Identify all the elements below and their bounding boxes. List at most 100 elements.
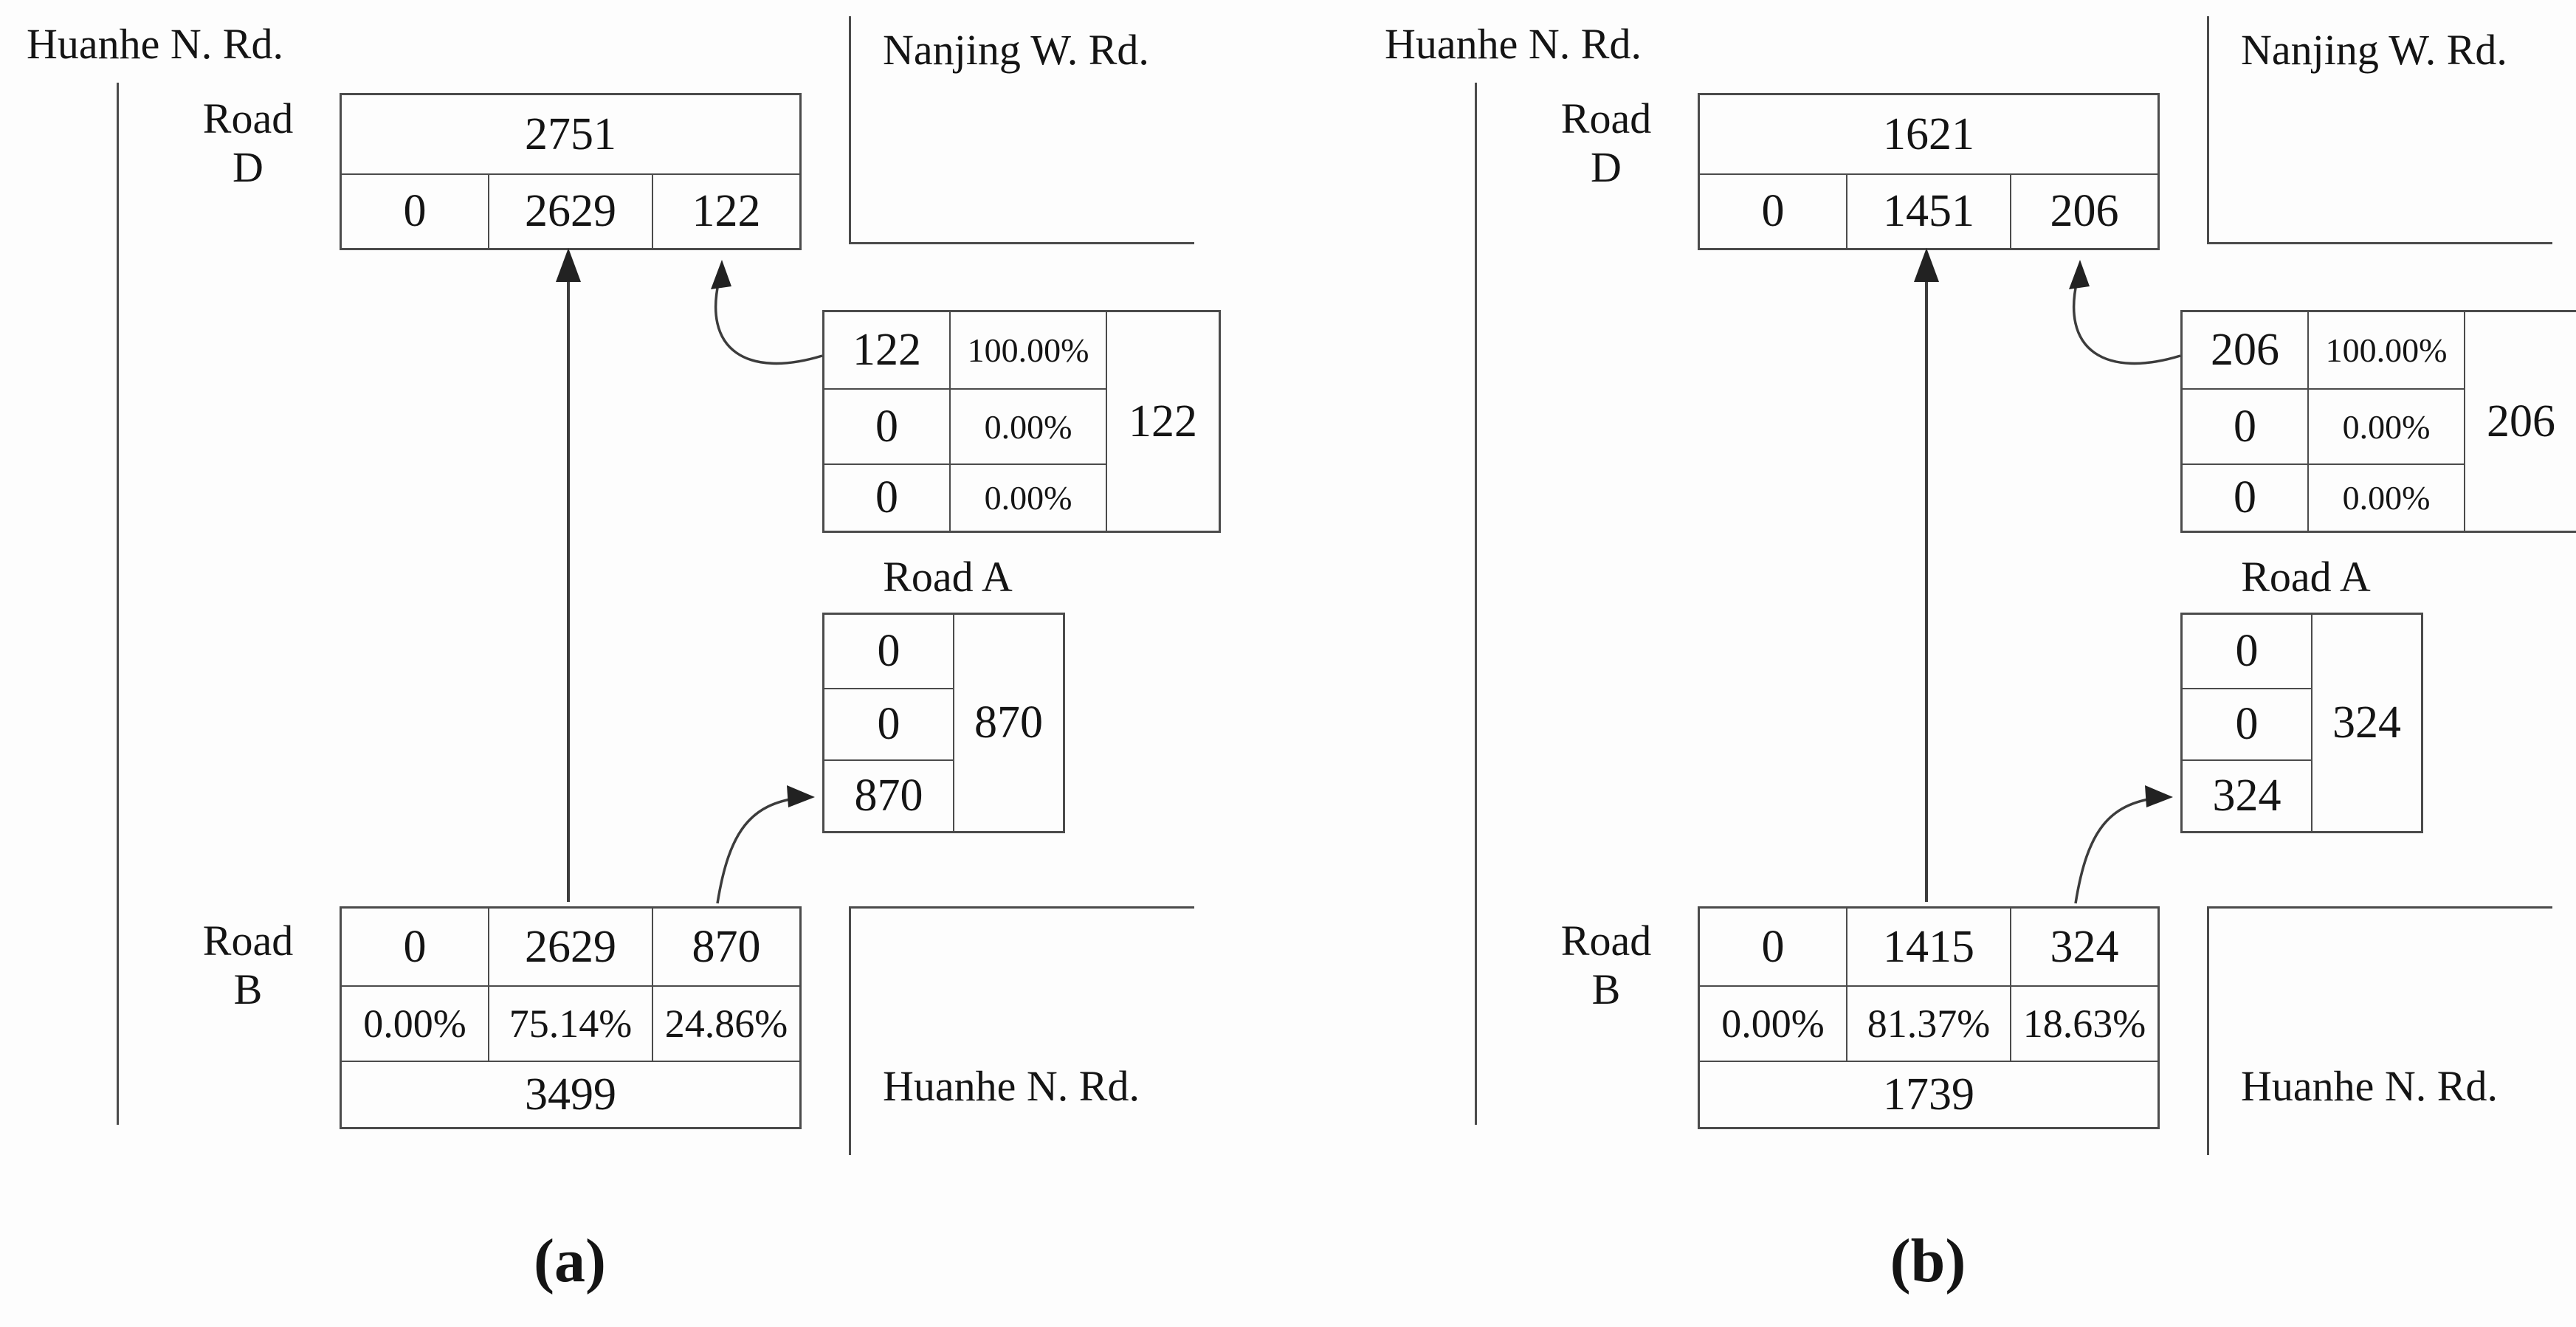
- split-percent-cell: 100.00%: [967, 331, 1089, 369]
- split-row: 122 100.00%: [824, 312, 1106, 388]
- right-turn-split-left: 206 100.00% 0 0.00% 0 0.00%: [2183, 312, 2464, 531]
- road-edge-line: [1475, 83, 1477, 1125]
- road-b-share-cell: 18.63%: [2022, 1002, 2146, 1046]
- road-b-label: Road B: [1532, 917, 1680, 1014]
- split-count-cell: 0: [2183, 390, 2309, 463]
- corner-nanjing-vline: [849, 16, 851, 244]
- road-d-label: Road D: [174, 94, 322, 192]
- road-b-label-line1: Road: [202, 917, 294, 965]
- right-turn-split-left: 122 100.00% 0 0.00% 0 0.00%: [824, 312, 1106, 531]
- road-b-flow-row: 0 1415 324: [1700, 909, 2157, 985]
- road-b-share-row: 0.00% 81.37% 18.63%: [1700, 985, 2157, 1061]
- road-b-label-line2: B: [233, 965, 263, 1013]
- arrowhead-right-icon: [787, 785, 815, 807]
- road-b-label-line1: Road: [1560, 917, 1652, 965]
- split-percent-cell: 100.00%: [2325, 331, 2448, 369]
- road-d-label-line1: Road: [202, 94, 294, 142]
- road-b-flow-cell: 870: [692, 921, 761, 972]
- panel-b: Huanhe N. Rd. Road D 1621 0 1451 206 Nan…: [1358, 0, 2576, 1327]
- road-b-share-row: 0.00% 75.14% 24.86%: [342, 985, 799, 1061]
- right-turn-flow-arrow: [2073, 274, 2181, 365]
- road-d-table: 1621 0 1451 206: [1698, 93, 2160, 250]
- road-a-flows-col: 0 0 870: [824, 615, 953, 831]
- road-d-flow-row: 0 2629 122: [342, 173, 799, 248]
- split-count-cell: 206: [2183, 312, 2309, 388]
- split-percent-cell: 0.00%: [2342, 407, 2431, 446]
- right-turn-split-table: 206 100.00% 0 0.00% 0 0.00% 206: [2180, 310, 2576, 533]
- road-a-flow-arrow: [2074, 796, 2157, 904]
- split-count-cell: 0: [2183, 465, 2309, 531]
- corner-huanhe-vline: [849, 906, 851, 1155]
- split-count-cell: 0: [824, 390, 951, 463]
- road-d-table: 2751 0 2629 122: [340, 93, 802, 250]
- split-percent-cell: 0.00%: [984, 407, 1072, 446]
- corner-huanhe-vline: [2207, 906, 2209, 1155]
- road-d-label-line2: D: [233, 143, 264, 191]
- corner-nanjing-hline: [2207, 242, 2552, 244]
- split-count-cell: 0: [824, 465, 951, 531]
- road-b-share-cell: 75.14%: [489, 987, 653, 1061]
- road-d-label: Road D: [1532, 94, 1680, 192]
- corner-huanhe-hline: [2207, 906, 2552, 909]
- road-d-total-cell: 2751: [525, 108, 616, 159]
- split-row: 0 0.00%: [2183, 463, 2464, 531]
- split-percent-cell: 0.00%: [2342, 479, 2431, 517]
- road-b-flow-row: 0 2629 870: [342, 909, 799, 985]
- street-label-huanhe-north-bottom: Huanhe N. Rd.: [2241, 1062, 2498, 1110]
- road-b-table: 0 1415 324 0.00% 81.37% 18.63% 1739: [1698, 906, 2160, 1129]
- road-d-flow-cell: 0: [342, 175, 489, 248]
- road-b-label: Road B: [174, 917, 322, 1014]
- road-a-total-cell: 324: [2311, 615, 2421, 831]
- road-a-flow-cell: 0: [2235, 699, 2259, 749]
- road-b-share-cell: 24.86%: [664, 1002, 788, 1046]
- arrowhead-up-icon: [556, 248, 581, 282]
- road-d-label-line2: D: [1591, 143, 1622, 191]
- right-turn-flow-arrow: [714, 274, 823, 365]
- split-count-cell: 122: [824, 312, 951, 388]
- street-label-huanhe-north-top: Huanhe N. Rd.: [27, 20, 283, 68]
- arrowhead-up-icon: [1914, 248, 1939, 282]
- road-a-flow-arrow: [716, 796, 799, 904]
- road-b-table: 0 2629 870 0.00% 75.14% 24.86% 3499: [340, 906, 802, 1129]
- road-d-label-line1: Road: [1560, 94, 1652, 142]
- arrowhead-up-icon: [2069, 260, 2090, 289]
- road-a-flows-col: 0 0 324: [2183, 615, 2311, 831]
- road-b-total-row: 3499: [342, 1061, 799, 1127]
- road-b-share-cell: 0.00%: [1700, 987, 1847, 1061]
- street-label-nanjing-west: Nanjing W. Rd.: [2241, 26, 2507, 74]
- road-b-flow-cell: 0: [1700, 909, 1847, 985]
- road-a-label: Road A: [2241, 553, 2371, 601]
- split-row: 0 0.00%: [824, 463, 1106, 531]
- street-label-huanhe-north-bottom: Huanhe N. Rd.: [883, 1062, 1140, 1110]
- road-d-flow-cell: 2629: [489, 175, 653, 248]
- panel-caption-text: (a): [534, 1227, 606, 1295]
- road-d-total-row: 1621: [1700, 95, 2157, 173]
- road-d-flow-cell: 122: [692, 186, 761, 236]
- corner-nanjing-vline: [2207, 16, 2209, 244]
- road-a-flow-cell: 0: [2235, 626, 2259, 676]
- panel-caption: (a): [422, 1225, 717, 1297]
- right-turn-total-cell: 206: [2464, 312, 2576, 531]
- road-a-label: Road A: [883, 553, 1013, 601]
- split-row: 0 0.00%: [824, 388, 1106, 463]
- road-a-flow-cell: 324: [2212, 771, 2281, 821]
- road-b-total-cell: 1739: [1883, 1069, 1974, 1120]
- road-a-table: 0 0 324 324: [2180, 613, 2423, 833]
- road-b-flow-cell: 324: [2050, 921, 2119, 972]
- road-a-flow-cell: 870: [854, 771, 923, 821]
- corner-huanhe-hline: [849, 906, 1194, 909]
- road-d-total-row: 2751: [342, 95, 799, 173]
- road-a-total-cell: 870: [953, 615, 1063, 831]
- right-turn-split-table: 122 100.00% 0 0.00% 0 0.00% 122: [822, 310, 1221, 533]
- split-row: 0 0.00%: [2183, 388, 2464, 463]
- road-a-table: 0 0 870 870: [822, 613, 1065, 833]
- road-b-flow-cell: 0: [342, 909, 489, 985]
- arrowhead-right-icon: [2145, 785, 2173, 807]
- road-a-flow-cell: 0: [877, 699, 900, 749]
- road-d-total-cell: 1621: [1883, 108, 1974, 159]
- road-edge-line: [117, 83, 119, 1125]
- road-b-flow-cell: 1415: [1847, 909, 2011, 985]
- street-label-huanhe-north-top: Huanhe N. Rd.: [1385, 20, 1642, 68]
- road-b-share-cell: 0.00%: [342, 987, 489, 1061]
